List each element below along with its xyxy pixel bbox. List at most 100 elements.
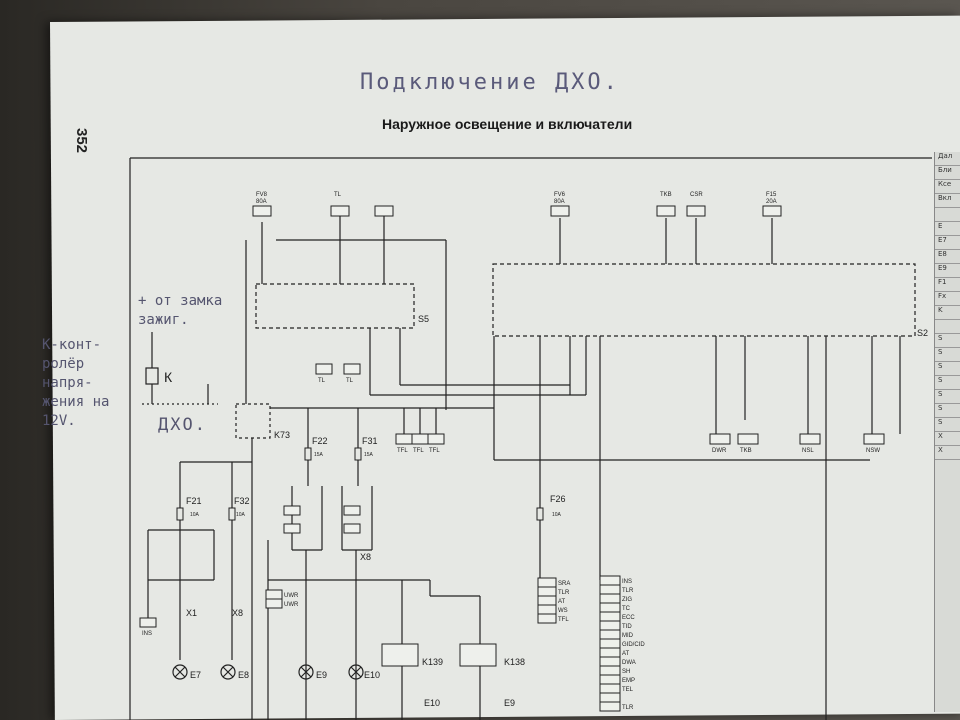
- fuse-f21-label: F21: [186, 496, 202, 506]
- fuse-rating: 15A: [364, 452, 374, 458]
- side-table-cell: Вкл: [935, 194, 960, 208]
- terminal-code: FV6: [554, 192, 566, 198]
- relay-k138-box: [459, 643, 497, 667]
- side-table-cell: S: [935, 334, 960, 348]
- connector-box: [343, 523, 361, 534]
- fuse: [304, 447, 312, 461]
- connector-box: [599, 584, 621, 595]
- connector-label: AT: [558, 599, 566, 605]
- connector-box: [395, 433, 413, 445]
- connector-label: TKB: [740, 448, 752, 454]
- connector-label: EMP: [622, 678, 635, 684]
- side-table-cell: S: [935, 404, 960, 418]
- handwritten-title: Подключение ДХО.: [360, 70, 620, 95]
- connector-box: [599, 692, 621, 703]
- controller-k-label: К: [164, 369, 173, 385]
- fuse-rating: 15A: [314, 452, 324, 458]
- lamp-e7-label: E7: [190, 670, 201, 680]
- connector-box: [265, 598, 283, 609]
- lamp-cross: [222, 666, 234, 678]
- connector-label: GID/CID: [622, 642, 645, 648]
- connector-label: TEL: [622, 687, 634, 693]
- page-title: Наружное освещение и включатели: [382, 116, 633, 132]
- lamp-e10-label: E10: [364, 670, 380, 680]
- connector-box: [799, 433, 821, 445]
- connector-box: [411, 433, 429, 445]
- side-table-cell: Ксе: [935, 180, 960, 194]
- side-table-cell: E9: [935, 264, 960, 278]
- fuse: [536, 507, 544, 521]
- side-table-cell: S: [935, 362, 960, 376]
- fuse-f26-label: F26: [550, 494, 566, 504]
- connector-box: [599, 647, 621, 658]
- connector-x8-label: X8: [232, 608, 243, 618]
- side-table-cell: E: [935, 222, 960, 236]
- side-table-cell: [935, 320, 960, 334]
- connector-box: [863, 433, 885, 445]
- relay-k139-box: [381, 643, 419, 667]
- side-table-cell: E7: [935, 236, 960, 250]
- terminal-amp: 80A: [554, 199, 565, 205]
- side-table-cell: S: [935, 376, 960, 390]
- relay-k73-label: K73: [274, 430, 290, 440]
- connector-box: [537, 595, 557, 606]
- fuse-rating: 10A: [552, 512, 562, 518]
- controller-note: К-конт-ролёр напря-жения на 12V.: [42, 337, 110, 429]
- lamp-cross: [350, 666, 362, 678]
- fuse: [354, 447, 362, 461]
- connector-box: [599, 638, 621, 649]
- connector-box: [265, 589, 283, 600]
- connector-box: [537, 577, 557, 588]
- side-table-cell: [935, 208, 960, 222]
- connector-box: [599, 674, 621, 685]
- connector-box: [599, 701, 621, 712]
- connector-box: [537, 586, 557, 597]
- connector-label: UWR: [284, 602, 299, 608]
- connector-x8-label: X8: [360, 552, 371, 562]
- fuse: [228, 507, 236, 521]
- connector-box: [139, 617, 157, 628]
- relay-k139-label: K139: [422, 657, 443, 667]
- connector-box: [599, 602, 621, 613]
- terminal-amp: 80A: [256, 199, 267, 205]
- connector-box: [599, 683, 621, 694]
- connector-label: INS: [622, 579, 632, 585]
- lamp-icon: [220, 664, 236, 680]
- relay-k138-label: K138: [504, 657, 525, 667]
- fuse: [176, 507, 184, 521]
- connector-box: [537, 604, 557, 615]
- lamp-icon: [172, 664, 188, 680]
- ignition-note: + от замка зажиг.: [138, 293, 223, 328]
- connector-box: [599, 611, 621, 622]
- fuse-rating: 10A: [190, 512, 200, 518]
- side-table-cell: S: [935, 348, 960, 362]
- terminal-box: [330, 205, 350, 217]
- connector-label: TFL: [397, 448, 408, 454]
- connector-label: AT: [622, 651, 630, 657]
- connector-label: TL: [346, 378, 354, 384]
- connector-box: [709, 433, 731, 445]
- terminal-code: F15: [766, 192, 777, 198]
- terminal-box: [686, 205, 706, 217]
- side-table-cell: Дал: [935, 152, 960, 166]
- connector-label: TFL: [413, 448, 424, 454]
- dxo-note: ДХО.: [158, 415, 207, 435]
- connector-label: TC: [622, 606, 631, 612]
- connector-label: UWR: [284, 593, 299, 599]
- connector-label: TLR: [622, 588, 634, 594]
- terminal-box: [656, 205, 676, 217]
- terminal-code: TL: [334, 192, 342, 198]
- connector-box: [599, 665, 621, 676]
- lamp-e9-label: E9: [504, 698, 515, 708]
- connector-label: INS: [142, 631, 152, 637]
- connector-box: [537, 613, 557, 624]
- connector-box: [599, 656, 621, 667]
- terminal-code: FV8: [256, 192, 268, 198]
- fuse-rating: 10A: [236, 512, 246, 518]
- side-table-cell: X: [935, 446, 960, 460]
- connector-box: [283, 505, 301, 516]
- fuse-f32-label: F32: [234, 496, 250, 506]
- terminal-code: TKB: [660, 192, 672, 198]
- side-table-cell: S: [935, 390, 960, 404]
